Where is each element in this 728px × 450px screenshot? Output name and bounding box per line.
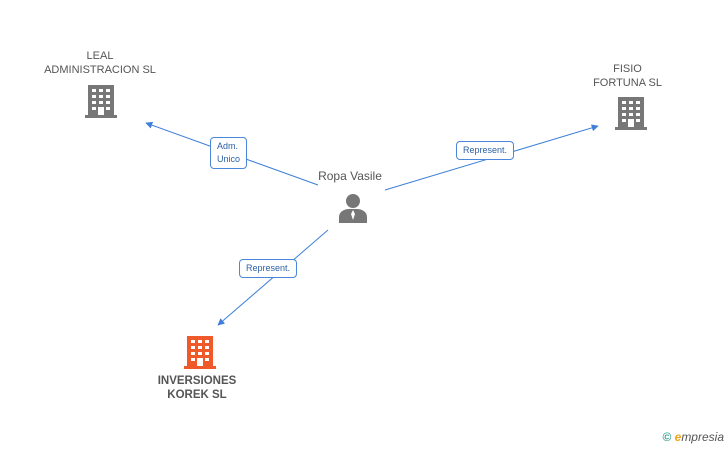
edge-label-line2: Unico xyxy=(217,154,241,164)
company-label-inversiones[interactable]: INVERSIONES KOREK SL xyxy=(136,374,258,402)
building-icon[interactable] xyxy=(85,83,117,119)
copyright-symbol: © xyxy=(662,430,672,444)
building-icon[interactable] xyxy=(184,334,216,370)
edge-label-adm-unico: Adm. Unico xyxy=(210,137,248,169)
company-label-fisio[interactable]: FISIO FORTUNA SL xyxy=(570,62,685,90)
edge-label-line1: Represent. xyxy=(463,145,508,155)
building-icon[interactable] xyxy=(615,95,647,131)
company-name-line2: FORTUNA SL xyxy=(593,77,662,89)
company-name-line2: KOREK SL xyxy=(167,389,227,401)
edge-label-represent-fisio: Represent. xyxy=(456,141,515,160)
edge-label-line1: Represent. xyxy=(246,263,291,273)
company-name-line1: LEAL xyxy=(86,50,114,62)
person-name[interactable]: Ropa Vasile xyxy=(318,169,382,183)
brand-name: mpresia xyxy=(681,430,724,444)
brand-initial: e xyxy=(674,430,682,444)
company-name-line1: INVERSIONES xyxy=(157,375,237,387)
edge-label-line1: Adm. xyxy=(217,141,239,151)
company-label-leal[interactable]: LEAL ADMINISTRACION SL xyxy=(30,49,170,77)
company-name-line1: FISIO xyxy=(613,63,642,75)
brand-logo: © empresia xyxy=(662,430,724,444)
edge-label-represent-inversiones: Represent. xyxy=(239,259,298,278)
person-icon[interactable] xyxy=(338,192,368,224)
company-name-line2: ADMINISTRACION SL xyxy=(44,64,156,76)
